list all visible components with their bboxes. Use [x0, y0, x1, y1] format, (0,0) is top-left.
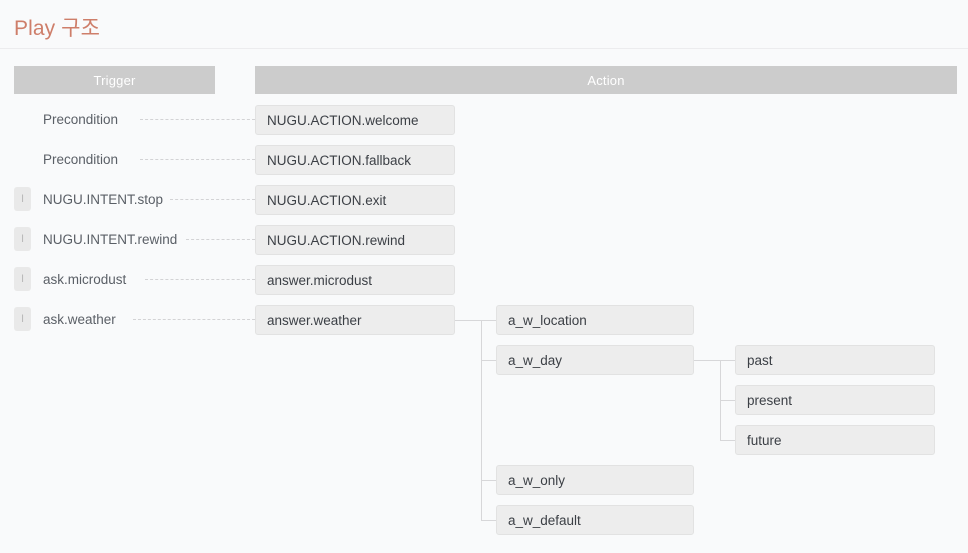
tree-connector: [720, 400, 735, 401]
trigger-action-connector: [140, 159, 255, 160]
trigger-row[interactable]: I Precondition: [14, 145, 118, 173]
trigger-action-connector: [145, 279, 255, 280]
tree-connector: [481, 320, 482, 520]
tree-connector: [455, 320, 481, 321]
slot-node[interactable]: a_w_day: [496, 345, 694, 375]
column-header-trigger-label: Trigger: [93, 72, 136, 88]
trigger-action-connector: [133, 319, 255, 320]
trigger-row[interactable]: I ask.microdust: [14, 265, 126, 293]
column-header-action-label: Action: [587, 72, 625, 88]
slot-node[interactable]: a_w_default: [496, 505, 694, 535]
slot-node[interactable]: a_w_only: [496, 465, 694, 495]
trigger-row[interactable]: I Precondition: [14, 105, 118, 133]
action-node[interactable]: NUGU.ACTION.fallback: [255, 145, 455, 175]
tree-connector: [481, 480, 496, 481]
trigger-action-connector: [140, 119, 255, 120]
action-node[interactable]: NUGU.ACTION.welcome: [255, 105, 455, 135]
intent-badge-icon: I: [14, 307, 31, 331]
title-divider: [0, 48, 968, 49]
trigger-row[interactable]: I NUGU.INTENT.rewind: [14, 225, 177, 253]
tree-connector: [720, 440, 735, 441]
trigger-label: Precondition: [43, 111, 119, 127]
trigger-label: NUGU.INTENT.rewind: [43, 231, 178, 247]
tree-connector: [481, 360, 496, 361]
trigger-label: ask.microdust: [43, 271, 127, 287]
trigger-row[interactable]: I NUGU.INTENT.stop: [14, 185, 163, 213]
day-value-node[interactable]: present: [735, 385, 935, 415]
tree-connector: [481, 520, 496, 521]
trigger-action-connector: [170, 199, 255, 200]
column-header-action: Action: [255, 66, 957, 94]
action-node[interactable]: answer.weather: [255, 305, 455, 335]
tree-connector: [720, 360, 735, 361]
action-node[interactable]: NUGU.ACTION.exit: [255, 185, 455, 215]
intent-badge-icon: I: [14, 227, 31, 251]
intent-badge-icon: I: [14, 267, 31, 291]
intent-badge-icon: I: [14, 187, 31, 211]
action-node[interactable]: NUGU.ACTION.rewind: [255, 225, 455, 255]
trigger-action-connector: [186, 239, 255, 240]
tree-connector: [481, 320, 496, 321]
trigger-row[interactable]: I ask.weather: [14, 305, 116, 333]
trigger-label: NUGU.INTENT.stop: [43, 191, 164, 207]
page-title: Play 구조: [14, 17, 101, 40]
day-value-node[interactable]: future: [735, 425, 935, 455]
slot-node[interactable]: a_w_location: [496, 305, 694, 335]
column-header-trigger: Trigger: [14, 66, 215, 94]
tree-connector: [694, 360, 720, 361]
trigger-label: ask.weather: [43, 311, 116, 327]
day-value-node[interactable]: past: [735, 345, 935, 375]
action-node[interactable]: answer.microdust: [255, 265, 455, 295]
trigger-label: Precondition: [43, 151, 119, 167]
